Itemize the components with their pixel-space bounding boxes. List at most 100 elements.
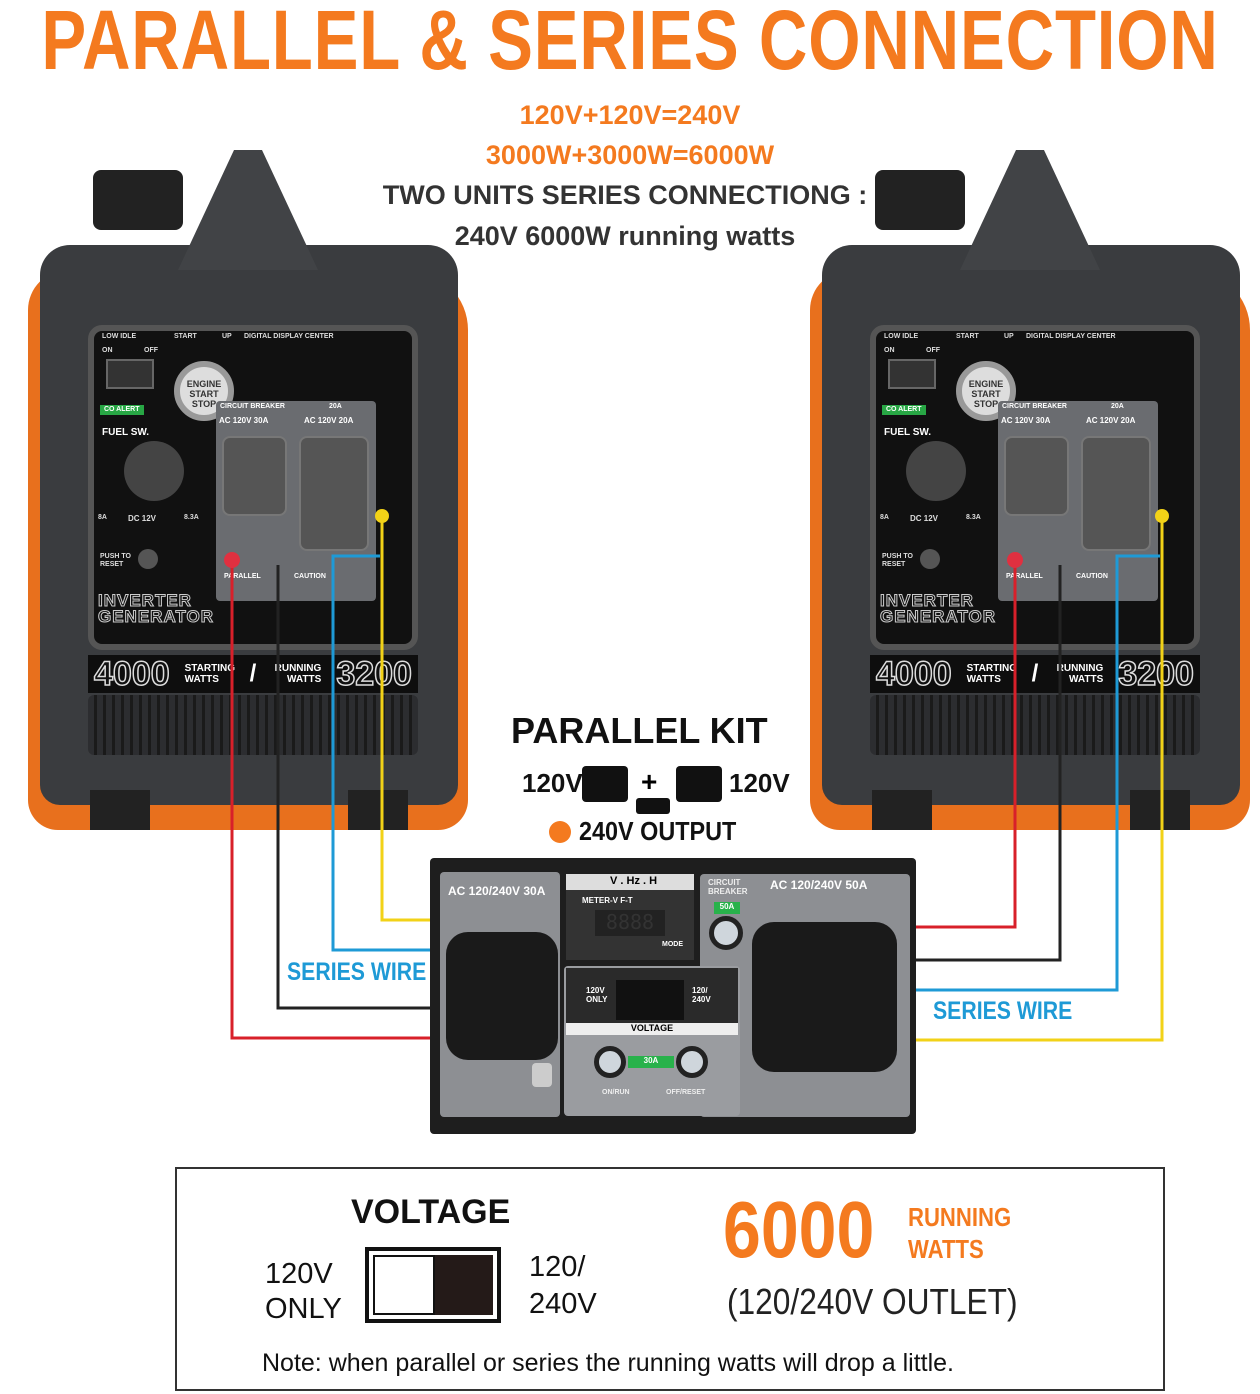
breaker-30a-badge: 30A [628,1056,674,1068]
fuel-switch-knob[interactable] [124,441,184,501]
running-watts-value: 3200 [336,654,413,694]
fuel-switch-knob[interactable] [906,441,966,501]
generator-right: LOW IDLE START UP DIGITAL DISPLAY CENTER… [810,150,1250,830]
low-idle-label: LOW IDLE [884,333,919,340]
foot [1130,790,1190,830]
running-watts-label: RUNNING WATTS [274,663,322,685]
breaker-50a-button[interactable] [709,916,743,950]
up-label: UP [1004,333,1014,340]
switch-left-label: 120V ONLY [586,986,608,1004]
outlet-20a-cover[interactable] [299,436,369,551]
low-idle-label: LOW IDLE [102,333,137,340]
power-switch[interactable] [106,359,154,389]
control-panel: LOW IDLE START UP DIGITAL DISPLAY CENTER… [88,325,418,650]
starting-watts-label: STARTING WATTS [966,663,1018,685]
breaker-20a-label: 20A [329,403,342,410]
dc-left-label: 8A [98,514,107,521]
off-reset-label: OFF/RESET [666,1089,706,1096]
kit-icon [636,798,670,814]
series-line-2: 240V 6000W running watts [454,221,796,251]
series-line-1: TWO UNITS SERIES CONNECTIONG : [382,180,868,210]
breaker-30a-off-button[interactable] [676,1046,708,1078]
page-title: PARALLEL & SERIES CONNECTION [41,0,1219,87]
vent-grille [88,695,418,755]
caution-label: CAUTION [294,573,326,580]
off-label: OFF [926,347,940,354]
slash: / [249,660,257,687]
reset-label: PUSH TO RESET [882,553,913,568]
caution-label: CAUTION [1076,573,1108,580]
reset-button[interactable] [138,549,158,569]
generator-icon [582,766,628,802]
outlet-20a-cover[interactable] [1081,436,1151,551]
voltage-switch-illustration [365,1247,501,1323]
on-label: ON [884,347,895,354]
voltage-title: VOLTAGE [351,1193,511,1231]
outlet-30a-cover[interactable] [222,436,287,516]
blue-wire-left [331,554,432,952]
generator-left: LOW IDLE START UP DIGITAL DISPLAY CENTER… [28,150,468,830]
right-voltage: 120V [729,768,790,798]
running-watts-label: RUNNING WATTS [1056,663,1104,685]
power-switch[interactable] [888,359,936,389]
outlet-50a-cover[interactable] [752,922,897,1072]
ground-terminal[interactable] [532,1063,552,1087]
yellow-wire-left [380,516,432,922]
dc-label: DC 12V [910,514,939,523]
formula-watts: 3000W+3000W=6000W [485,140,775,170]
black-wire-right [914,565,1062,962]
breaker-20a-label: 20A [1111,403,1124,410]
red-wire-left [230,560,432,1040]
parallel-kit-title: PARALLEL KIT [511,710,768,751]
display-center-label: DIGITAL DISPLAY CENTER [244,333,334,340]
fuel-cap [875,170,965,230]
circuit-breaker-label: CIRCUIT BREAKER [708,878,748,896]
dc-right-label: 8.3A [184,514,199,521]
co-alert-badge: CO ALERT [100,405,144,415]
breaker-30a-on-button[interactable] [594,1046,626,1078]
output-label: 240V OUTPUT [579,816,737,846]
blue-wire-right [914,554,1160,992]
meter-display: 8888 [595,910,665,936]
up-label: UP [222,333,232,340]
generator-icon [676,766,722,802]
red-terminal [1007,552,1023,568]
outlet-30a-cover[interactable] [1004,436,1069,516]
co-alert-badge: CO ALERT [882,405,926,415]
start-label: START [174,333,197,340]
dc-left-label: 8A [880,514,889,521]
start-label: START [956,333,979,340]
outlet-label: (120/240V OUTLET) [727,1281,1018,1322]
starting-watts-value: 4000 [93,654,170,694]
outlet-30a-cover[interactable] [446,932,558,1060]
circuit-breaker-label: CIRCUIT BREAKER [220,403,285,410]
watts-banner: 4000 STARTING WATTS / RUNNING WATTS 3200 [870,654,1200,694]
red-wire-right [914,560,1017,929]
meter-title: V . Hz . H [610,875,658,887]
ac30-label: AC 120V 30A [1001,416,1051,425]
outlet-30a-label: AC 120/240V 30A [448,884,546,898]
watts-banner: 4000 STARTING WATTS / RUNNING WATTS 3200 [88,654,418,694]
vent-grille [870,695,1200,755]
yellow-terminal [1155,509,1169,523]
foot [348,790,408,830]
control-panel: LOW IDLE START UP DIGITAL DISPLAY CENTER… [870,325,1200,650]
on-run-label: ON/RUN [602,1089,630,1096]
note-text: Note: when parallel or series the runnin… [262,1349,955,1377]
black-wire-left [276,565,432,1010]
fuel-switch-label: FUEL SW. [102,427,150,438]
fuel-cap [93,170,183,230]
yellow-wire-right [914,516,1164,1042]
switch-right-text: 120/240V [529,1251,597,1320]
starting-watts-value: 4000 [875,654,952,694]
voltage-switch[interactable] [616,980,684,1020]
foot [90,790,150,830]
reset-button[interactable] [920,549,940,569]
left-voltage: 120V [522,768,583,798]
output-dot-icon [549,821,571,843]
